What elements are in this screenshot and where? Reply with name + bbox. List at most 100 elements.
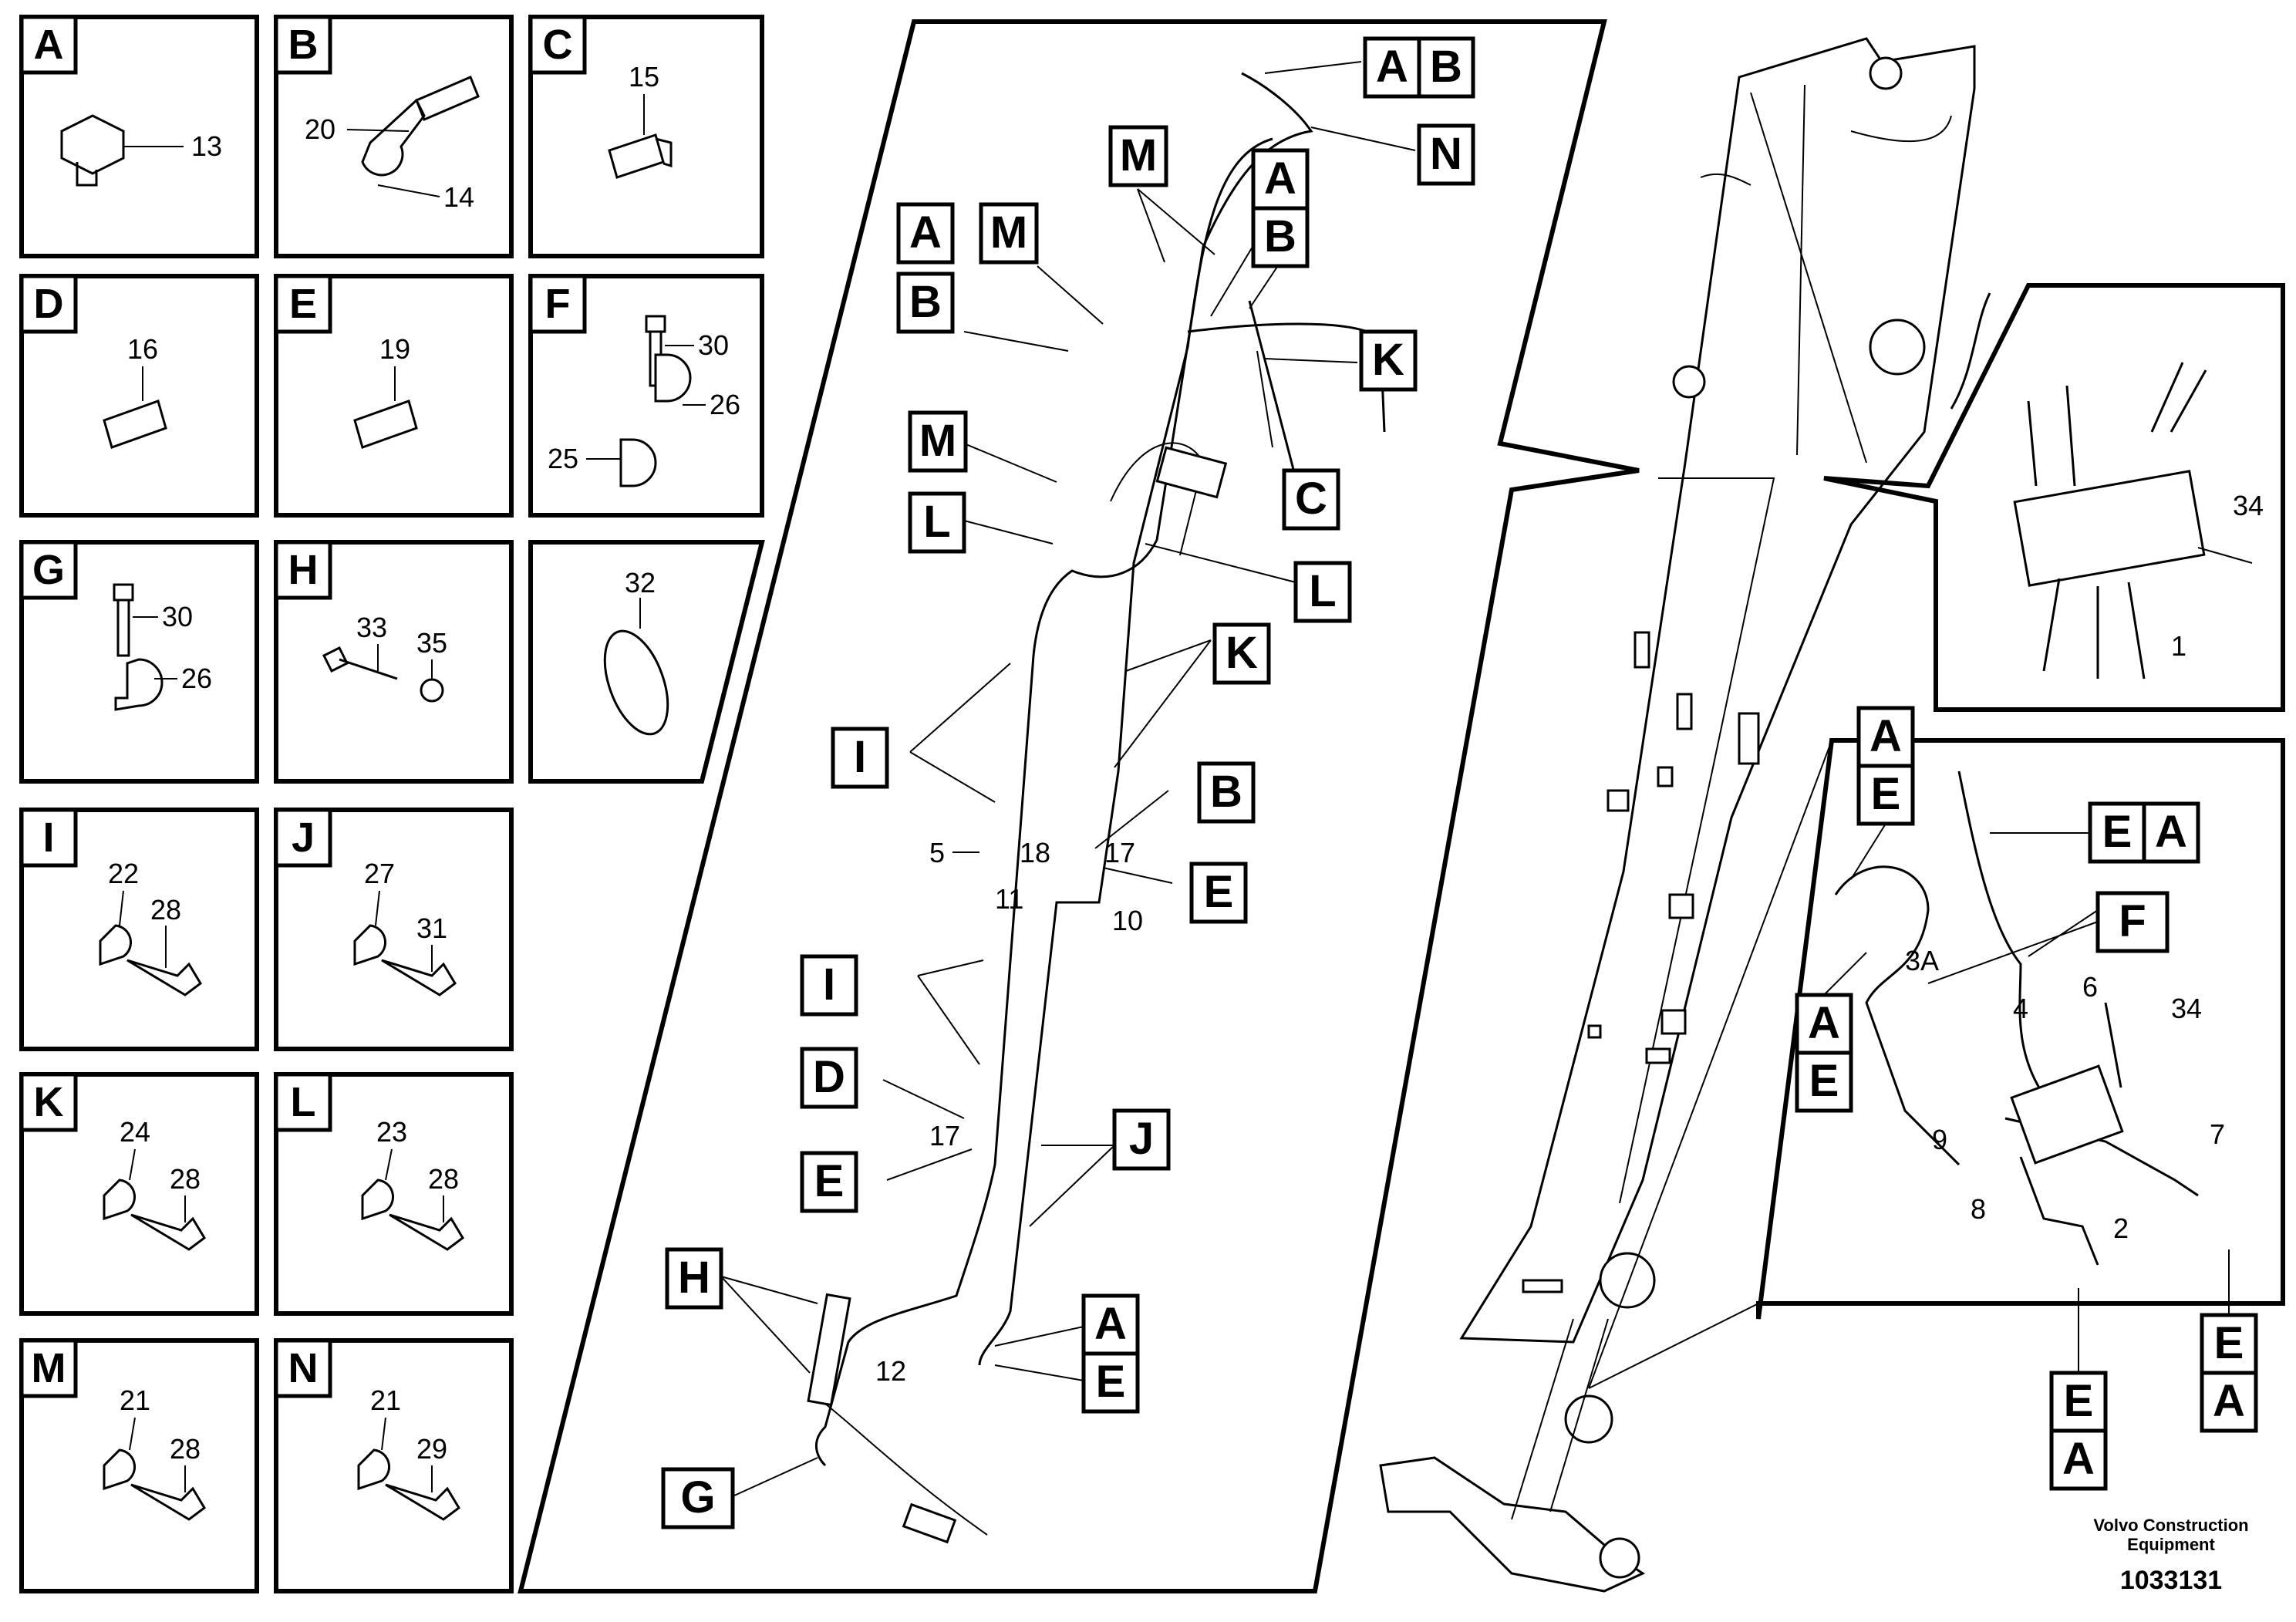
part-number: 28 — [428, 1163, 459, 1195]
callout-ab-mid: A B — [1251, 148, 1310, 268]
callout-m-lower: M — [908, 410, 968, 473]
callout-i-upper: I — [831, 727, 889, 789]
part-number: 33 — [356, 612, 387, 643]
part-number: 21 — [370, 1384, 401, 1416]
svg-text:A: A — [2155, 807, 2187, 857]
panel-letter: H — [288, 547, 319, 593]
panel-letter: I — [42, 814, 54, 861]
bolt-icon — [113, 583, 134, 657]
clamp-icon — [619, 353, 692, 487]
part-number: 7 — [2210, 1118, 2225, 1150]
callout-m-left: M — [979, 202, 1039, 265]
callout-c: C — [1282, 468, 1340, 531]
company-line-2: Equipment — [2127, 1535, 2215, 1554]
detail-panel-j: J 27 31 — [274, 808, 514, 1051]
panel-letter: K — [34, 1079, 64, 1125]
panel-letter: B — [288, 22, 319, 68]
svg-text:I: I — [823, 959, 835, 1010]
svg-text:E: E — [1809, 1056, 1839, 1106]
part-number: 24 — [120, 1116, 150, 1148]
part-number: 23 — [376, 1116, 407, 1148]
part-number: 6 — [2082, 971, 2098, 1003]
part-number: 30 — [698, 329, 729, 361]
clamp-icon — [114, 658, 164, 711]
svg-text:A: A — [2213, 1376, 2245, 1426]
callout-m-top: M — [1108, 125, 1168, 187]
callout-l-left: L — [908, 491, 966, 554]
detail-panel-k: K 24 28 — [19, 1072, 259, 1316]
part-number: 21 — [120, 1384, 150, 1416]
panel-letter: M — [32, 1345, 66, 1391]
hose-line-11 — [978, 137, 1273, 1366]
valve-block-small — [902, 1502, 957, 1544]
svg-text:A: A — [1094, 1299, 1127, 1349]
svg-text:A: A — [2062, 1434, 2095, 1484]
clamp-half-icon — [103, 1179, 136, 1221]
part-number: 17 — [1104, 837, 1135, 868]
part-number: 35 — [416, 627, 447, 659]
callout-h: H — [665, 1247, 723, 1310]
union-fitting-icon — [103, 400, 167, 449]
hose-line-c — [1248, 300, 1297, 479]
panel-letter: G — [32, 547, 65, 593]
svg-text:F: F — [2119, 896, 2146, 946]
part-number: 27 — [364, 858, 395, 889]
svg-text:D: D — [813, 1052, 845, 1102]
company-line-1: Volvo Construction — [2093, 1516, 2248, 1535]
svg-text:M: M — [919, 416, 956, 466]
part-number: 10 — [1112, 905, 1143, 936]
panel-letter: A — [34, 22, 64, 68]
callout-d: D — [800, 1047, 858, 1109]
clamp-half-icon — [103, 1448, 136, 1491]
detail-panel-g: G 30 26 — [19, 540, 259, 784]
panel-letter: F — [545, 281, 571, 327]
svg-text:B: B — [1430, 42, 1462, 92]
svg-text:M: M — [1120, 130, 1157, 180]
svg-text:B: B — [1264, 211, 1296, 261]
svg-text:I: I — [854, 732, 866, 782]
detail-panel-f: F 30 26 25 — [528, 274, 764, 518]
svg-text:B: B — [1210, 767, 1242, 817]
callout-k-top: K — [1359, 329, 1418, 392]
inset-hose-assembly: A E E A F A E E A E A 3A 6 4 34 9 7 8 2 — [1588, 706, 2285, 1491]
valve-block-2 — [2010, 1064, 2124, 1165]
part-number: 19 — [379, 333, 410, 365]
part-number: 26 — [181, 663, 212, 694]
elbow-fitting-icon — [60, 114, 125, 187]
svg-text:L: L — [923, 497, 950, 547]
panel-letter: E — [289, 281, 317, 327]
callout-a-left: A — [896, 202, 955, 265]
part-number: 5 — [929, 837, 945, 868]
svg-text:A: A — [1264, 153, 1296, 204]
detail-panel-m: M 21 28 — [19, 1338, 259, 1593]
callout-i-lower: I — [800, 954, 858, 1017]
part-number: 11 — [995, 883, 1023, 915]
part-number: 8 — [1971, 1193, 1986, 1225]
clamp-half-icon — [353, 924, 386, 966]
clamp-half-icon — [357, 1448, 390, 1491]
coupling-fitting-icon — [361, 76, 480, 177]
part-number: 15 — [629, 61, 659, 93]
callout-ab-top: A B — [1363, 36, 1475, 99]
part-number: 31 — [416, 912, 447, 944]
svg-text:J: J — [1129, 1114, 1154, 1164]
svg-text:E: E — [2102, 807, 2132, 857]
part-number: 32 — [625, 567, 656, 599]
part-number: 1 — [2171, 630, 2186, 662]
clamp-half-icon — [99, 924, 132, 966]
detail-panel-e: E 19 — [274, 274, 514, 518]
part-number: 16 — [127, 333, 158, 365]
part-number: 28 — [150, 894, 181, 926]
svg-text:M: M — [990, 207, 1027, 258]
callout-ae-bottom: A E — [1081, 1293, 1140, 1414]
panel-letter: N — [288, 1345, 319, 1391]
detail-panel-i: I 22 28 — [19, 808, 259, 1051]
part-number: 34 — [2171, 993, 2202, 1024]
machine-arm — [1379, 37, 1976, 1593]
callout-e-lower: E — [800, 1151, 858, 1213]
part-number: 34 — [2233, 490, 2264, 521]
washer-icon — [420, 678, 444, 703]
callout-k-mid: K — [1212, 622, 1271, 685]
svg-text:E: E — [1204, 867, 1234, 917]
